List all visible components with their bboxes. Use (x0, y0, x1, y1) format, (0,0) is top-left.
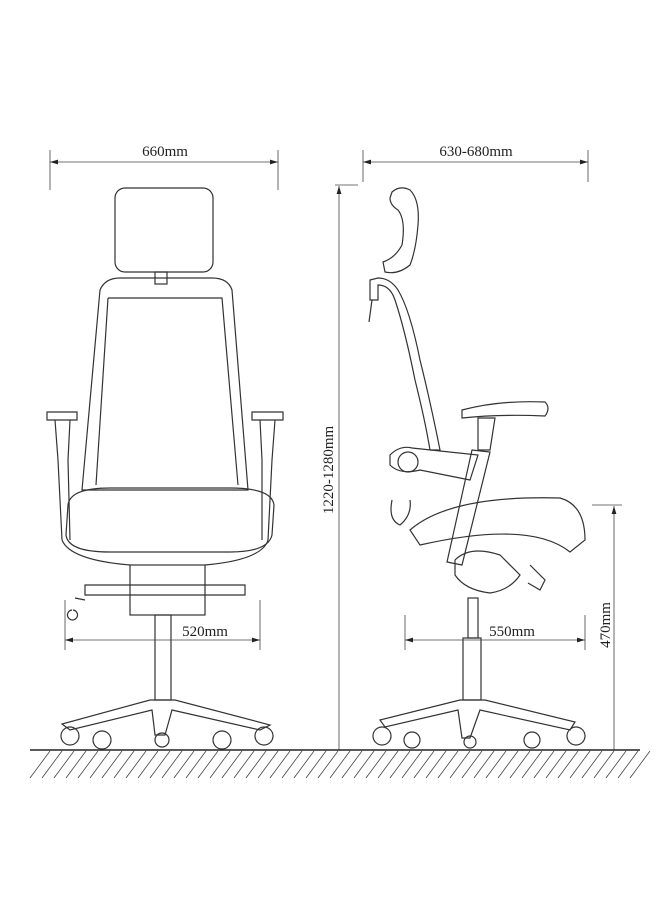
seat (65, 487, 275, 553)
headrest (114, 187, 214, 273)
side-view-chair (368, 187, 586, 749)
casters (60, 726, 274, 750)
side-backrest (369, 277, 441, 451)
dim-seat-height: 470mm (592, 504, 622, 750)
label-base-front: 520mm (182, 624, 228, 640)
front-view-chair (46, 187, 284, 750)
tilt-arm (389, 446, 479, 481)
label-base-side: 550mm (489, 624, 535, 640)
dim-overall-width: 660mm (49, 144, 279, 190)
gas-lift (154, 614, 172, 701)
side-casters (372, 726, 586, 749)
mechanism (129, 564, 206, 616)
dim-overall-height: 1220-1280mm (321, 184, 358, 750)
backrest (81, 277, 249, 491)
side-star-base (378, 699, 576, 739)
side-post (446, 449, 491, 566)
armrest-pads (46, 411, 284, 421)
label-seat-height: 470mm (598, 602, 614, 648)
label-overall-width: 660mm (142, 144, 188, 160)
dim-base-front: 520mm (64, 600, 261, 650)
side-mechanism (454, 550, 521, 594)
side-seat (409, 497, 586, 553)
label-overall-height: 1220-1280mm (321, 426, 337, 515)
dim-overall-depth: 630-680mm (362, 144, 589, 182)
dim-base-side: 550mm (404, 615, 586, 650)
star-base (60, 699, 272, 736)
label-overall-depth: 630-680mm (439, 144, 513, 160)
floor-hatch (29, 749, 651, 779)
side-armrest (461, 401, 549, 419)
side-headrest (382, 187, 419, 274)
